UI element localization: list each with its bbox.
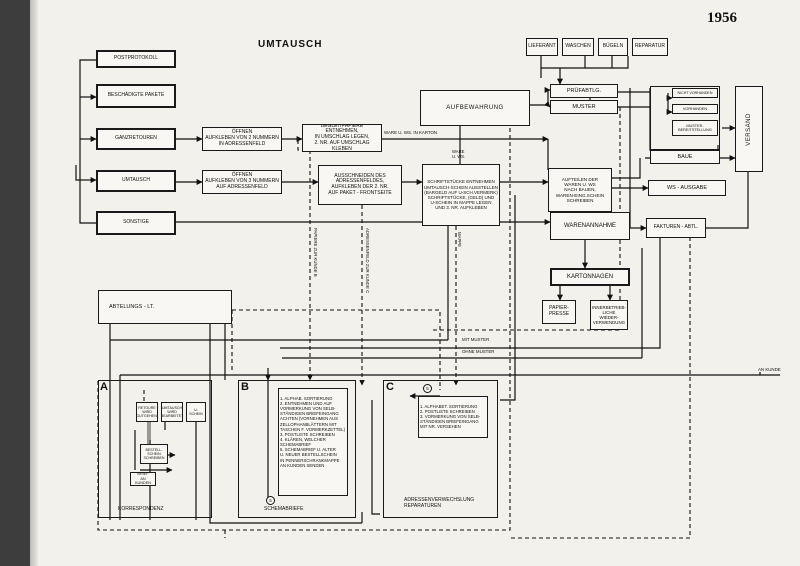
dept-c-letter: C xyxy=(386,381,394,393)
circle-marker-b: 5 xyxy=(266,496,275,505)
box-sonstige: SONSTIGE xyxy=(96,211,176,235)
page-title: UMTAUSCH xyxy=(258,39,323,50)
frame-dept-b xyxy=(238,380,356,518)
frame-dept-c xyxy=(383,380,498,518)
box-lieferant: LIEFERANT xyxy=(526,38,558,56)
label-mit-muster: MIT MUSTER xyxy=(462,337,490,342)
box-ganzretouren: GANZRETOUREN xyxy=(96,128,176,150)
box-muster: MUSTER xyxy=(550,100,618,114)
box-oeffnen-1: ÖFFNEN AUFKLEBEN VON 2 NUMMERN IN ADRESS… xyxy=(202,127,282,151)
box-abteilungs-lt: ABTELUNGS - LT. xyxy=(98,290,232,324)
box-begleitpapiere: BEGLEITPAPIERE ENTNEHMEN, IN UMSCHLAG LE… xyxy=(302,124,382,152)
box-warenannahme: WARENANNAHME xyxy=(550,212,630,240)
box-beschaedigte-pakete: BESCHÄDIGTE PAKETE xyxy=(96,84,176,108)
box-dept-c-list: 1. ALPHABET. SORTIERUNG 2. POSTLISTE SCH… xyxy=(418,396,488,438)
box-baue: BAUE xyxy=(650,150,720,164)
box-pruefabtlg: PRÜFABTLG. xyxy=(550,84,618,98)
box-postprotokoll: POSTPROTOKOLL xyxy=(96,50,176,68)
label-adressenfeld-zur-kunde-c: ADRESSENFELD ZUR KUNDE C xyxy=(365,228,370,294)
label-an-kunde: AN KUNDE xyxy=(758,367,781,372)
frame-dept-a xyxy=(98,380,212,518)
caption-adressenverwechslung: ADRESSENVERWECHSLUNG REPARATUREN xyxy=(404,497,475,509)
circle-marker-c: 5 xyxy=(423,384,432,393)
box-ws-ausgabe: WS - AUSGABE xyxy=(648,180,726,196)
label-ware-ws-karton: WARE U. WS. IN KARTON xyxy=(384,130,438,135)
box-u-schein: U- SCHEIN xyxy=(186,402,206,422)
box-waschen: WASCHEN xyxy=(562,38,594,56)
box-vorhanden: VORHANDEN xyxy=(672,104,718,114)
box-umtausch: UMTAUSCH xyxy=(96,170,176,192)
versand-label: VERSAND xyxy=(745,112,752,146)
box-ausschneiden: AUSSCHNEIDEN DES ADRESSENFELDES, AUFKLEB… xyxy=(318,165,402,205)
box-buegeln: BÜGELN xyxy=(598,38,628,56)
caption-korrespondenz: KORRESPONDENZ xyxy=(118,506,164,512)
box-kartonnagen: KARTONNAGEN xyxy=(550,268,630,286)
box-retoure: RETOURE WIRD GUTGEHEN. xyxy=(136,402,158,422)
box-umtausch-bearbeitet: UMTAUSCH WIRD BEARBEITET xyxy=(161,402,183,422)
box-bestellschein: BESTELL- SCHEIN SCHREIBEN xyxy=(140,444,168,464)
label-ohne-muster: OHNE MUSTER xyxy=(462,349,495,354)
binding-edge xyxy=(30,0,38,566)
frame-muster-group xyxy=(650,86,720,150)
box-papierpresse: PAPIER- PRESSE xyxy=(542,300,576,324)
box-reparatur: REPARATUR xyxy=(632,38,668,56)
box-innerbetriebliche-wiederverwendung: INNERBETRIEB- LICHE WIEDER- VERWENDUNG xyxy=(590,300,628,330)
box-oeffnen-2: ÖFFNEN AUFKLEBEN VON 3 NUMMERN AUF ADRES… xyxy=(202,170,282,194)
dept-c-items: 1. ALPHABET. SORTIERUNG 2. POSTLISTE SCH… xyxy=(420,403,481,430)
dept-b-items: 1. ALPHAB. SORTIERUNG 2. ENTNEHMEN UND A… xyxy=(280,395,346,468)
year-label: 1956 xyxy=(707,10,737,26)
box-schriftstuecke: SCHRIFTSTÜCKE ENTNEHMEN UMTAUSCH-SCHEIN … xyxy=(422,164,500,226)
box-brief-an-kunden: BRIEF AN KUNDEN xyxy=(130,472,156,486)
box-dept-b-list: 1. ALPHAB. SORTIERUNG 2. ENTNEHMEN UND A… xyxy=(278,388,348,496)
dept-a-letter: A xyxy=(100,381,108,393)
dept-b-letter: B xyxy=(241,381,249,393)
box-aufteilen: AUFTEILEN DER WAREN U. WS NACH BAUEN, WA… xyxy=(548,168,612,212)
box-aufbewahrung: AUFBEWAHRUNG xyxy=(420,90,530,126)
box-nicht-vorhanden: NICHT VORHANDEN xyxy=(672,88,718,98)
box-fakturen-abtl: FAKTUREN - ABTL. xyxy=(646,218,706,238)
label-papiere-zur-kunde-b: PAPIERE ZUR KUNDE B xyxy=(313,228,318,277)
label-ware-ws: WARE U. WS. xyxy=(452,149,466,159)
label-mappe: MAPPE xyxy=(457,232,462,248)
box-versand: VERSAND xyxy=(735,86,763,172)
caption-schemabriefe: SCHEMABRIEFE xyxy=(264,506,304,512)
box-musterbereitstellung: MUSTER- BEREITSTELLUNG xyxy=(672,120,718,136)
